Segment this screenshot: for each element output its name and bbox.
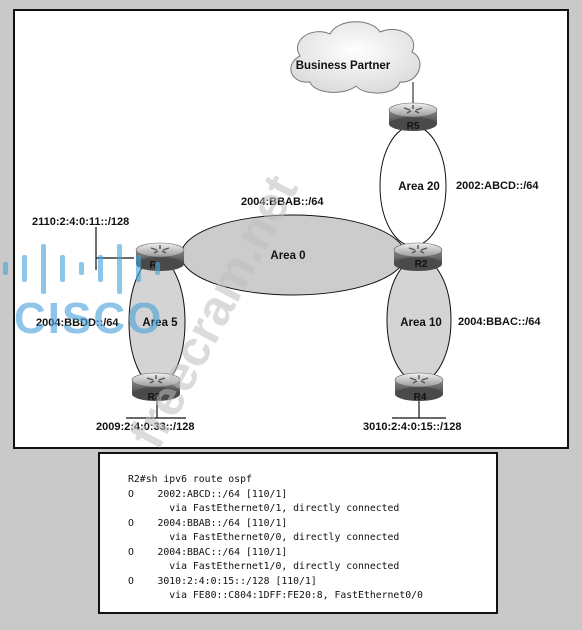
cli-line: O 3010:2:4:0:15::/128 [110/1] — [128, 576, 317, 587]
prefix-r1-loopback: 2110:2:4:0:11::/128 — [32, 216, 129, 228]
cli-line: via FE80::C804:1DFF:FE20:8, FastEthernet… — [128, 590, 423, 601]
cisco-watermark: CISCO — [3, 244, 163, 343]
router-r1: R — [135, 242, 185, 272]
router-r2: R2 — [393, 242, 443, 272]
router-r3: R3 — [131, 372, 181, 403]
cli-line: R2#sh ipv6 route ospf — [128, 474, 252, 485]
area-5-label: Area 5 — [142, 317, 178, 329]
area-0-label: Area 0 — [270, 250, 305, 262]
prefix-area10-net: 2004:BBAC::/64 — [458, 316, 541, 328]
router-r5: R5 — [388, 102, 438, 132]
cli-line: via FastEthernet1/0, directly connected — [128, 561, 400, 572]
prefix-area20-net: 2002:ABCD::/64 — [456, 180, 539, 192]
cli-line: O 2004:BBAC::/64 [110/1] — [128, 547, 288, 558]
router-r5-label: R5 — [407, 121, 420, 132]
router-r2-label: R2 — [415, 259, 428, 270]
business-partner-cloud: Business Partner — [290, 21, 421, 94]
cli-line: O 2002:ABCD::/64 [110/1] — [128, 489, 288, 500]
cli-line: via FastEthernet0/0, directly connected — [128, 532, 400, 543]
router-r3-label: R3 — [148, 392, 161, 403]
cli-line: O 2004:BBAB::/64 [110/1] — [128, 518, 288, 529]
router-r1-label: R — [149, 260, 157, 271]
prefix-area0-net: 2004:BBAB::/64 — [241, 196, 324, 208]
cli-output-panel: R2#sh ipv6 route ospf O 2002:ABCD::/64 [… — [98, 452, 498, 614]
cloud-label: Business Partner — [296, 60, 391, 72]
area-10-label: Area 10 — [400, 317, 442, 329]
prefix-area5-net: 2004:BBDD::/64 — [36, 317, 119, 329]
cli-line: via FastEthernet0/1, directly connected — [128, 503, 400, 514]
prefix-r4-loopback: 3010:2:4:0:15::/128 — [363, 421, 461, 433]
cisco-watermark-text: CISCO — [14, 294, 163, 343]
router-r4-label: R4 — [414, 392, 427, 403]
router-r4: R4 — [394, 372, 444, 403]
prefix-r3-loopback: 2009:2:4:0:33::/128 — [96, 421, 194, 433]
cisco-bars-icon — [3, 244, 160, 294]
area-20-label: Area 20 — [398, 181, 440, 193]
